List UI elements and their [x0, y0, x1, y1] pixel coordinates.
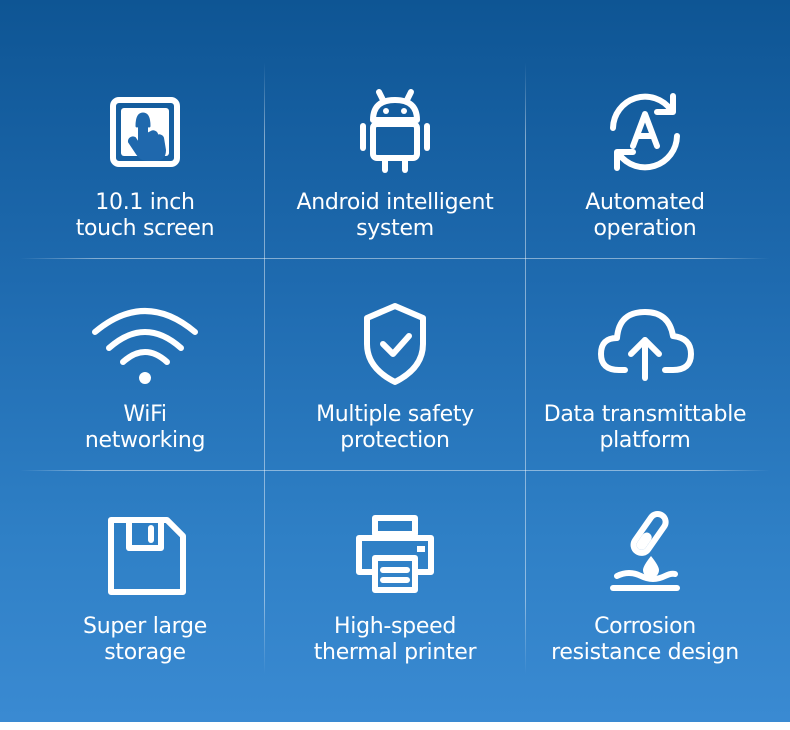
- floppy-disk-icon: [97, 508, 193, 604]
- feature-corrosion-line2: resistance design: [551, 640, 739, 665]
- feature-touch-screen-line2: touch screen: [75, 216, 215, 241]
- feature-printer: High-speed thermal printer: [264, 474, 526, 686]
- feature-wifi-line1: WiFi: [123, 402, 167, 427]
- feature-touch-screen-line1: 10.1 inch: [95, 190, 195, 215]
- feature-storage: Super large storage: [14, 474, 276, 686]
- feature-touch-screen: 10.1 inch touch screen: [14, 50, 276, 262]
- feature-wifi-line2: networking: [84, 428, 206, 453]
- feature-corrosion: Corrosion resistance design: [514, 474, 776, 686]
- printer-icon: [347, 508, 443, 604]
- feature-safety-line2: protection: [340, 428, 450, 453]
- wifi-icon: [92, 296, 198, 392]
- grid-divider-horizontal-2: [20, 470, 770, 471]
- feature-data-platform-line2: platform: [599, 428, 691, 453]
- feature-safety-line1: Multiple safety: [316, 402, 474, 427]
- feature-storage-line1: Super large: [83, 614, 207, 639]
- touch-screen-icon: [97, 84, 193, 180]
- feature-automation-line2: operation: [593, 216, 697, 241]
- feature-wifi: WiFi networking: [14, 262, 276, 474]
- feature-corrosion-line1: Corrosion: [594, 614, 696, 639]
- feature-android-line1: Android intelligent: [296, 190, 494, 215]
- shield-check-icon: [347, 296, 443, 392]
- feature-android-line2: system: [356, 216, 434, 241]
- feature-printer-line2: thermal printer: [313, 640, 477, 665]
- cloud-upload-icon: [597, 296, 694, 392]
- feature-automation: Automated operation: [514, 50, 776, 262]
- android-icon: [347, 84, 443, 180]
- feature-android: Android intelligent system: [264, 50, 526, 262]
- corrosion-icon: [597, 508, 693, 604]
- feature-data-platform-line1: Data transmittable: [543, 402, 747, 427]
- feature-automation-line1: Automated: [585, 190, 705, 215]
- automation-icon: [597, 84, 693, 180]
- feature-safety: Multiple safety protection: [264, 262, 526, 474]
- grid-divider-vertical-2: [525, 62, 526, 674]
- feature-data-platform: Data transmittable platform: [514, 262, 776, 474]
- feature-printer-line1: High-speed: [334, 614, 456, 639]
- grid-divider-vertical-1: [264, 62, 265, 674]
- grid-divider-horizontal-1: [20, 258, 770, 259]
- feature-storage-line2: storage: [104, 640, 186, 665]
- feature-grid: 10.1 inch touch screen: [0, 50, 790, 686]
